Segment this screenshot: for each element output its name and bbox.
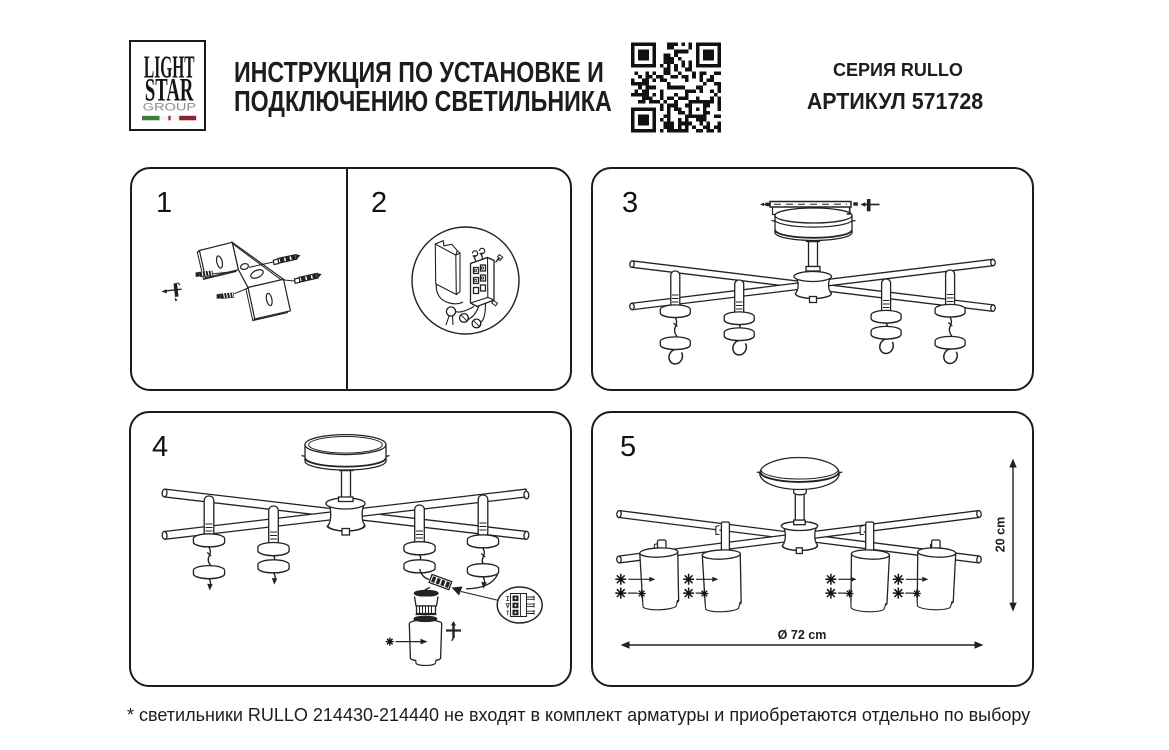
svg-text:LIGHT: LIGHT bbox=[144, 49, 195, 85]
svg-text:STAR: STAR bbox=[145, 72, 194, 108]
svg-text:GROUP: GROUP bbox=[143, 102, 197, 114]
